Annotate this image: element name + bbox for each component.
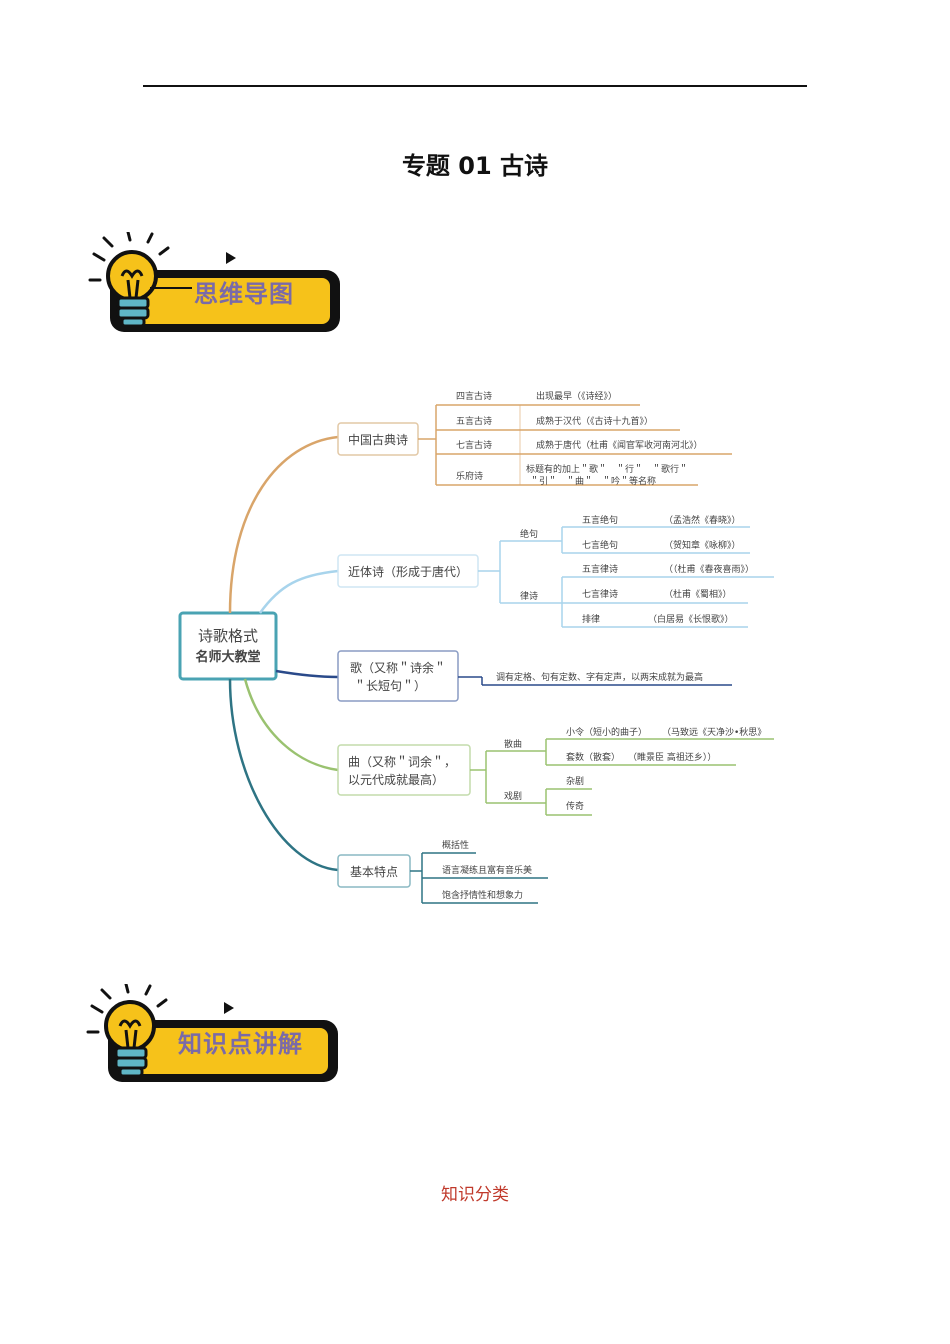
leaf-name: 七言律诗 xyxy=(582,588,618,600)
group-label: 散曲 xyxy=(504,738,522,750)
leaf-desc: 成熟于唐代（杜甫《闻官军收河南河北》） xyxy=(536,439,703,451)
group-label: 绝句 xyxy=(520,528,538,540)
branch-modern-style-poetry: 近体诗（形成于唐代） 绝句 律诗 五言绝句 （孟浩然《春晓》） 七言绝句 （贺知… xyxy=(337,514,774,628)
branch-ci-poetry: 歌（又称＂诗余＂ ＂长短句＂） 调有定格、句有定数、字有定声，以两宋成就为最高 xyxy=(337,650,732,702)
leaf-name: 五言绝句 xyxy=(582,514,618,526)
leaf-name: 杂剧 xyxy=(566,776,584,787)
page-title: 专题 01 古诗 xyxy=(401,152,549,180)
lightbulb-icon xyxy=(86,984,168,1078)
branch-classical-poetry: 中国古典诗 四言古诗 出现最早（《诗经》） 五言古诗 成熟于汉代（《古诗十九首》… xyxy=(337,390,732,487)
branch-label: 近体诗（形成于唐代） xyxy=(348,564,468,579)
leaf-name: 传奇 xyxy=(566,800,584,812)
leaf-desc: （孟浩然《春晓》） xyxy=(664,514,741,526)
leaf-name: 五言律诗 xyxy=(582,563,618,575)
branch-basic-features: 基本特点 概括性 语言凝练且富有音乐美 饱含抒情性和想象力 xyxy=(337,839,548,904)
branch-label-line2: ＂长短句＂） xyxy=(354,679,426,693)
banner-knowledge: 知识点讲解 xyxy=(86,984,346,1084)
lightbulb-banner-graphic xyxy=(86,984,338,1082)
leaf-desc: 标题有的加上＂歌＂ ＂行＂ ＂歌行＂ xyxy=(526,463,688,475)
lightbulb-icon xyxy=(88,232,192,328)
leaf-name: 五言古诗 xyxy=(456,415,492,427)
leaf-name: 四言古诗 xyxy=(456,390,492,402)
branch-label-line2: 以元代成就最高） xyxy=(348,772,444,787)
root-title: 诗歌格式 xyxy=(198,627,258,645)
banner-title: 知识点讲解 xyxy=(178,1030,303,1058)
group-label: 戏剧 xyxy=(504,790,522,802)
branch-label-line1: 歌（又称＂诗余＂ xyxy=(350,660,446,675)
leaf-name: 语言凝练且富有音乐美 xyxy=(442,864,532,876)
root-node: 诗歌格式 名师大教堂 xyxy=(178,611,278,681)
leaf-name: 七言绝句 xyxy=(582,539,618,551)
leaf-desc: 调有定格、句有定数、字有定声，以两宋成就为最高 xyxy=(496,671,703,683)
leaf-desc: 成熟于汉代（《古诗十九首》） xyxy=(536,415,653,427)
branch-qu-poetry: 曲（又称＂词余＂， 以元代成就最高） 散曲 戏剧 小令（短小的曲子） （马致远《… xyxy=(337,726,774,816)
root-subtitle: 名师大教堂 xyxy=(195,649,260,665)
mind-map: 诗歌格式 名师大教堂 中国古典诗 四言古诗 出现最早（《诗经》） 五言古诗 成熟… xyxy=(178,390,774,904)
leaf-desc: （杜甫《蜀相》） xyxy=(664,588,732,600)
leaf-name: 乐府诗 xyxy=(456,470,483,482)
leaf-name: 套数（散套） xyxy=(566,751,620,763)
leaf-desc: 出现最早（《诗经》） xyxy=(536,390,617,402)
banner-title: 思维导图 xyxy=(194,280,294,308)
leaf-desc: （白居易《长恨歌》） xyxy=(648,613,734,625)
branch-label: 基本特点 xyxy=(350,864,398,879)
leaf-name: 七言古诗 xyxy=(456,439,492,451)
lightbulb-banner-graphic xyxy=(88,232,340,332)
leaf-desc: （马致远《天净沙•秋思》 xyxy=(662,726,766,738)
leaf-desc: （睢景臣 高祖还乡）） xyxy=(628,751,716,763)
section-heading: 知识分类 xyxy=(441,1185,509,1205)
leaf-desc: （贺知章《咏柳》） xyxy=(664,539,741,551)
leaf-desc: ＂引＂ ＂曲＂ ＂吟＂等名称 xyxy=(530,475,656,487)
leaf-name: 小令（短小的曲子） xyxy=(566,726,647,738)
leaf-desc: （（杜甫《春夜喜雨》） xyxy=(664,563,754,575)
top-rule xyxy=(143,85,807,87)
branch-label-line1: 曲（又称＂词余＂， xyxy=(348,754,456,769)
leaf-name: 概括性 xyxy=(442,839,469,851)
group-label: 律诗 xyxy=(520,590,538,602)
banner-mindmap: 思维导图 xyxy=(88,232,348,332)
branch-label: 中国古典诗 xyxy=(348,432,408,447)
leaf-name: 排律 xyxy=(582,613,600,625)
leaf-name: 饱含抒情性和想象力 xyxy=(442,889,523,901)
